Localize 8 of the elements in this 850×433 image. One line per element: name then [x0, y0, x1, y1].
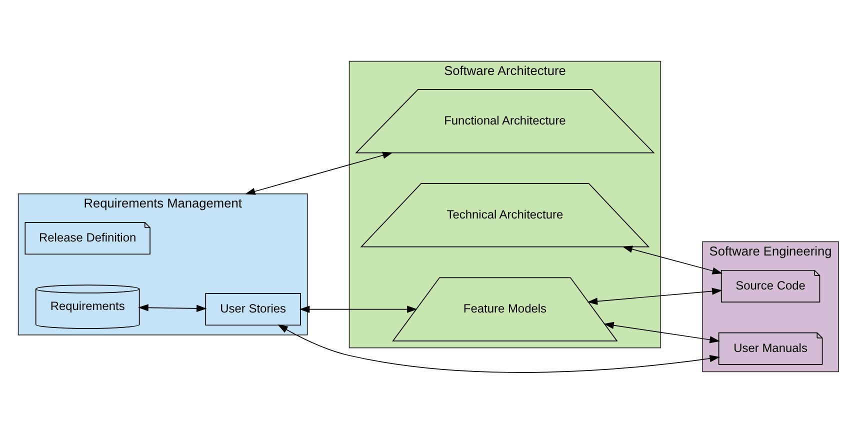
arrow [299, 306, 418, 313]
node-box: User Stories [205, 293, 301, 326]
arrow [622, 246, 723, 274]
arrow [604, 322, 720, 344]
arrow [278, 324, 720, 373]
arrow [244, 152, 393, 195]
arrow [587, 288, 722, 305]
arrow [138, 304, 207, 312]
